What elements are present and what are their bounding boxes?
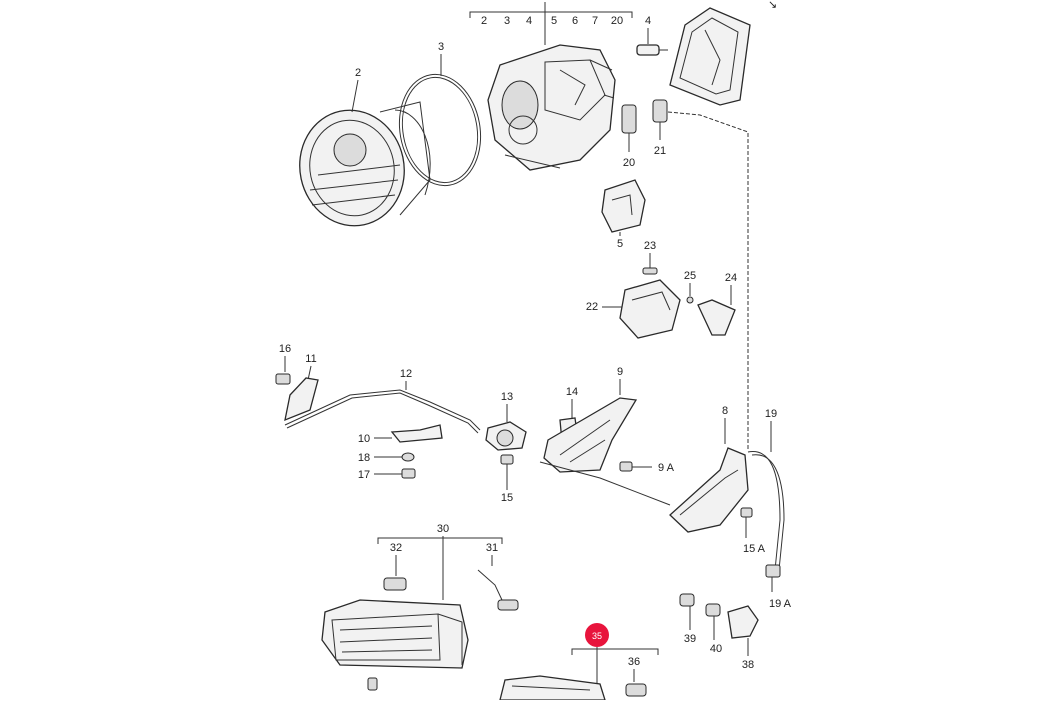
callout-9a: 9 A [658, 462, 675, 474]
callout-32: 32 [390, 542, 402, 554]
control-unit-5: 5 [601, 179, 646, 250]
callout-31: 31 [486, 542, 498, 554]
callout-top-7: 7 [592, 15, 598, 27]
socket-21: 21 [652, 99, 749, 450]
callout-18: 18 [358, 452, 370, 464]
bulb-39: 39 [679, 593, 696, 645]
callout-top-4: 4 [526, 15, 532, 27]
callout-3: 3 [438, 41, 444, 53]
side-lamp-38: 38 [727, 605, 759, 671]
callout-39: 39 [684, 633, 696, 645]
callout-36: 36 [628, 656, 640, 668]
callout-8: 8 [722, 405, 728, 417]
callout-top-5: 5 [551, 15, 557, 27]
headlamp-lens: 2 [299, 67, 431, 227]
cable-19: 19 19 A [747, 408, 792, 610]
screw-15: 15 [500, 454, 514, 504]
callout-19a: 19 A [769, 598, 792, 610]
highlighted-part-35: 35 36 [499, 623, 659, 701]
callout-top-2: 2 [481, 15, 487, 27]
callout-38: 38 [742, 659, 754, 671]
callout-30: 30 [437, 523, 449, 535]
callout-19: 19 [765, 408, 777, 420]
screw-15a: 15 A [740, 507, 766, 555]
callout-22: 22 [586, 301, 598, 313]
callout-40: 40 [710, 643, 722, 655]
callout-5: 5 [617, 238, 623, 250]
callout-35: 35 [592, 631, 602, 641]
callout-15: 15 [501, 492, 513, 504]
fog-lamp-assembly-30: 30 32 31 [321, 523, 519, 691]
bulb-40: 40 [705, 603, 722, 655]
callout-17: 17 [358, 469, 370, 481]
mount-9: 9 9 A [543, 366, 675, 474]
callout-15a: 15 A [743, 543, 766, 555]
callout-21: 21 [654, 145, 666, 157]
callout-4: 4 [645, 15, 651, 27]
callout-16: 16 [279, 343, 291, 355]
highlight-marker [585, 623, 609, 647]
bracket-8: 8 [539, 405, 749, 533]
callout-14: 14 [566, 386, 578, 398]
callout-20: 20 [623, 157, 635, 169]
callout-23: 23 [644, 240, 656, 252]
adjuster-motor-13: 13 [485, 391, 527, 451]
clip-25: 25 [684, 270, 696, 304]
callout-9: 9 [617, 366, 623, 378]
bracket-24: 24 [697, 272, 737, 336]
callout-10: 10 [358, 433, 370, 445]
callout-13: 13 [501, 391, 513, 403]
lamp-cover-frame: ↘ [669, 0, 777, 106]
callout-12: 12 [400, 368, 412, 380]
ballast-22: 23 22 [586, 240, 681, 339]
callout-11: 11 [305, 353, 316, 365]
top-callout-bracket: 2 3 4 5 6 7 20 [469, 2, 633, 45]
callout-top-6: 6 [572, 15, 578, 27]
callout-25: 25 [684, 270, 696, 282]
seal-ring: 3 [398, 41, 482, 187]
callout-2: 2 [355, 67, 361, 79]
headlamp-housing [487, 44, 616, 171]
callout-24: 24 [725, 272, 737, 284]
socket-20: 20 [621, 104, 637, 169]
callout-top-20: 20 [611, 15, 623, 27]
callout-top-3: 3 [504, 15, 510, 27]
cable-assembly-left: 16 11 12 10 18 17 [275, 343, 481, 481]
callout-partial: ↘ [768, 0, 777, 11]
bulb-4: 4 [636, 15, 668, 56]
